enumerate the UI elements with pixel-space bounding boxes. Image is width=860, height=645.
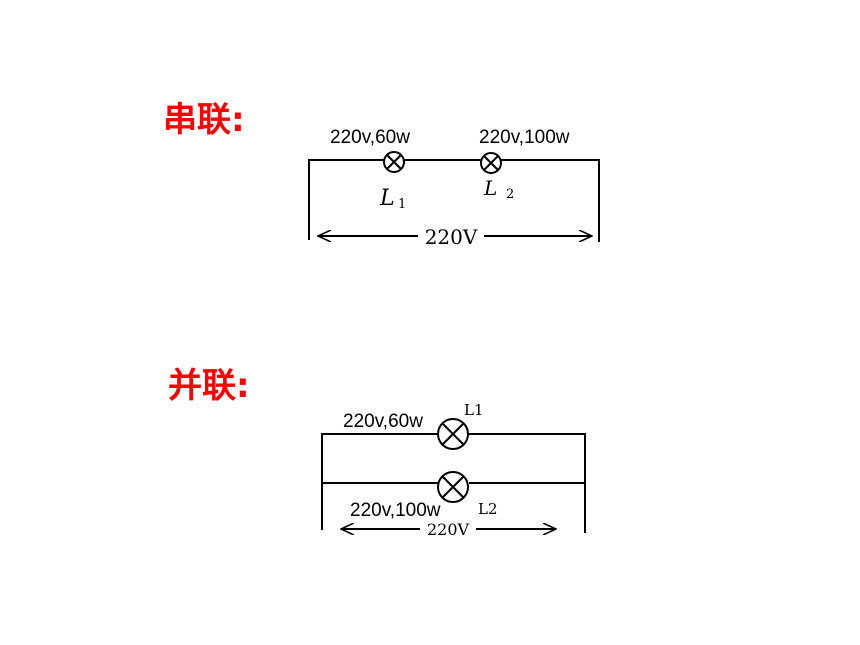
series-heading: 串联: <box>163 100 245 140</box>
series-voltage-label: 220V <box>425 225 478 249</box>
parallel-circuit: 220v,60w L1 220v,100w L2 220V <box>321 401 586 539</box>
series-lamp-2-subscript: 2 <box>506 187 514 202</box>
parallel-lamp-1-name: L1 <box>464 401 484 419</box>
parallel-heading: 并联: <box>168 366 250 406</box>
series-lamp-2-rating: 220v,100w <box>479 127 570 148</box>
series-lamp-2-name: L <box>483 176 497 200</box>
parallel-lamp-2-icon <box>437 471 469 503</box>
parallel-lamp-1-icon <box>437 418 469 450</box>
series-lamp-1-name: L <box>379 186 395 211</box>
parallel-lamp-2-rating: 220v,100w <box>350 500 441 521</box>
parallel-lamp-1-rating: 220v,60w <box>343 411 423 432</box>
series-lamp-1-icon <box>383 151 405 173</box>
series-circuit: 220v,60w 220v,100w L 1 L 2 220V <box>308 127 600 249</box>
series-wire-main <box>308 159 384 240</box>
series-wire-right <box>501 159 600 242</box>
parallel-wire-top-right <box>468 433 586 533</box>
series-lamp-2-icon <box>480 152 502 174</box>
parallel-lamp-2-name: L2 <box>478 500 498 518</box>
parallel-voltage-label: 220V <box>427 520 470 539</box>
series-lamp-1-rating: 220v,60w <box>330 127 410 148</box>
series-lamp-1-subscript: 1 <box>398 197 406 212</box>
parallel-wire-top-left <box>321 433 438 530</box>
